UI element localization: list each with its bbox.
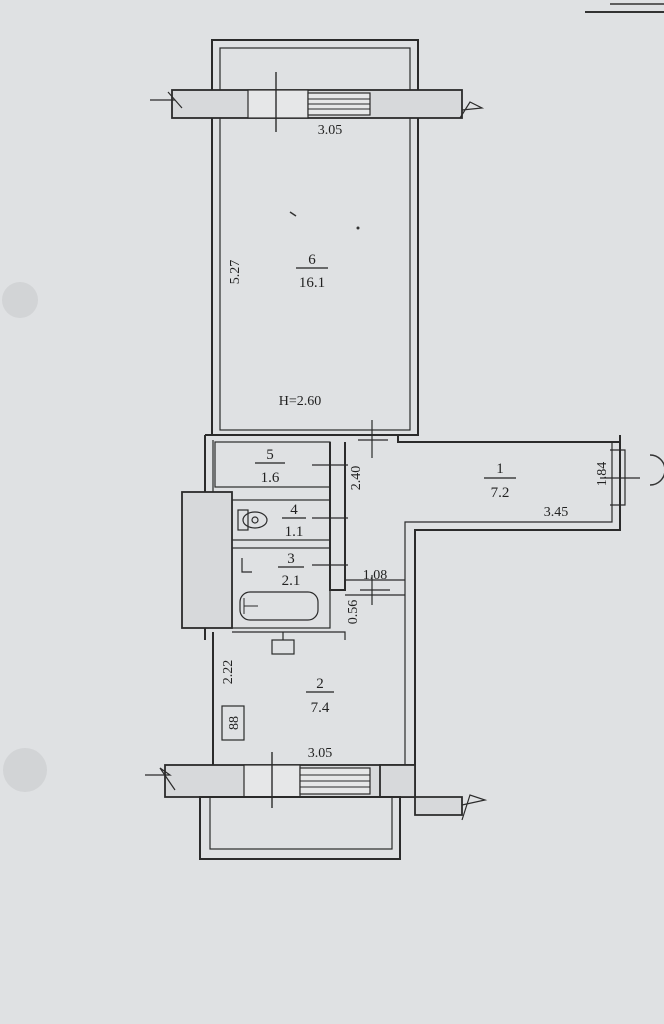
dim-bottom-width: 3.05: [308, 746, 333, 761]
room-3-number: 3: [287, 551, 295, 567]
room-2-area: 7.4: [311, 700, 330, 716]
stove-icon: 88: [227, 716, 242, 730]
bottom-wall-window: [145, 752, 488, 821]
room-6-marks: [289, 211, 360, 230]
shaft: [181, 491, 233, 629]
room-1-number: 1: [496, 461, 504, 477]
room-4-walls: [231, 499, 331, 541]
room-2-number: 2: [316, 676, 324, 692]
fraction-lines: [255, 267, 516, 693]
height-note: H=2.60: [279, 394, 322, 409]
dim-kitchen-length: 2.22: [221, 660, 236, 685]
scan-artifacts: [2, 3, 664, 792]
room-6-number: 6: [308, 252, 316, 268]
middle-walls: [204, 434, 640, 765]
room-3-area: 2.1: [282, 573, 301, 589]
dim-room1-width: 3.45: [544, 505, 569, 520]
dim-hall-length: 2.40: [349, 466, 364, 491]
room-1-area: 7.2: [491, 485, 510, 501]
room-4-area: 1.1: [285, 524, 304, 540]
room-5-area: 1.6: [261, 470, 280, 486]
balcony: [199, 796, 401, 860]
hall-partitions: [312, 420, 405, 605]
dim-passage: 0.56: [346, 600, 361, 625]
room-6-area: 16.1: [299, 275, 325, 291]
room-4-number: 4: [290, 502, 298, 518]
dim-hall-width: 1.08: [363, 568, 388, 583]
room-5-number: 5: [266, 447, 274, 463]
room-2-walls: [212, 631, 346, 765]
top-wall-window: [150, 72, 485, 132]
dim-room6-length: 5.27: [228, 260, 243, 285]
dim-top-width: 3.05: [318, 123, 343, 138]
dim-room1-depth: 1.84: [595, 462, 610, 487]
